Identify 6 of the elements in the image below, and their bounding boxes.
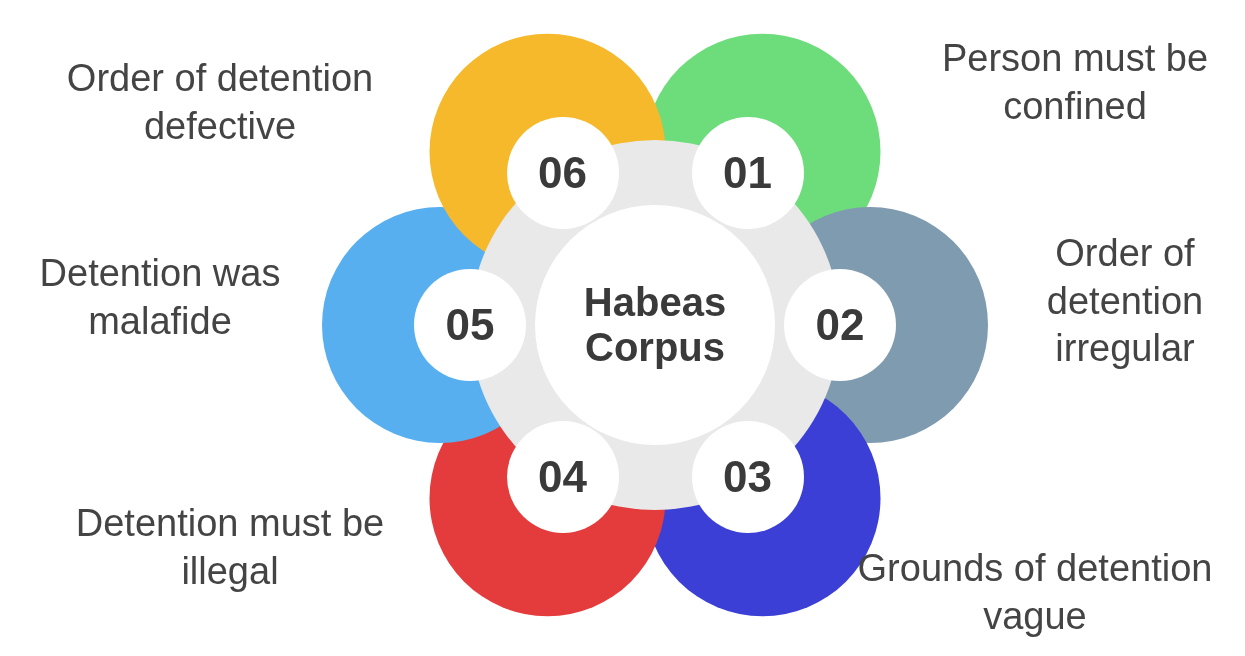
- step-caption: Detention was malafide: [38, 251, 282, 344]
- step-caption: Grounds of detention vague: [856, 546, 1214, 639]
- step-caption: Order of detention defective: [65, 56, 375, 149]
- step-caption: Detention must be illegal: [74, 501, 386, 594]
- step-caption: Order of detention irregular: [1045, 231, 1205, 371]
- step-caption: Person must be confined: [940, 36, 1210, 129]
